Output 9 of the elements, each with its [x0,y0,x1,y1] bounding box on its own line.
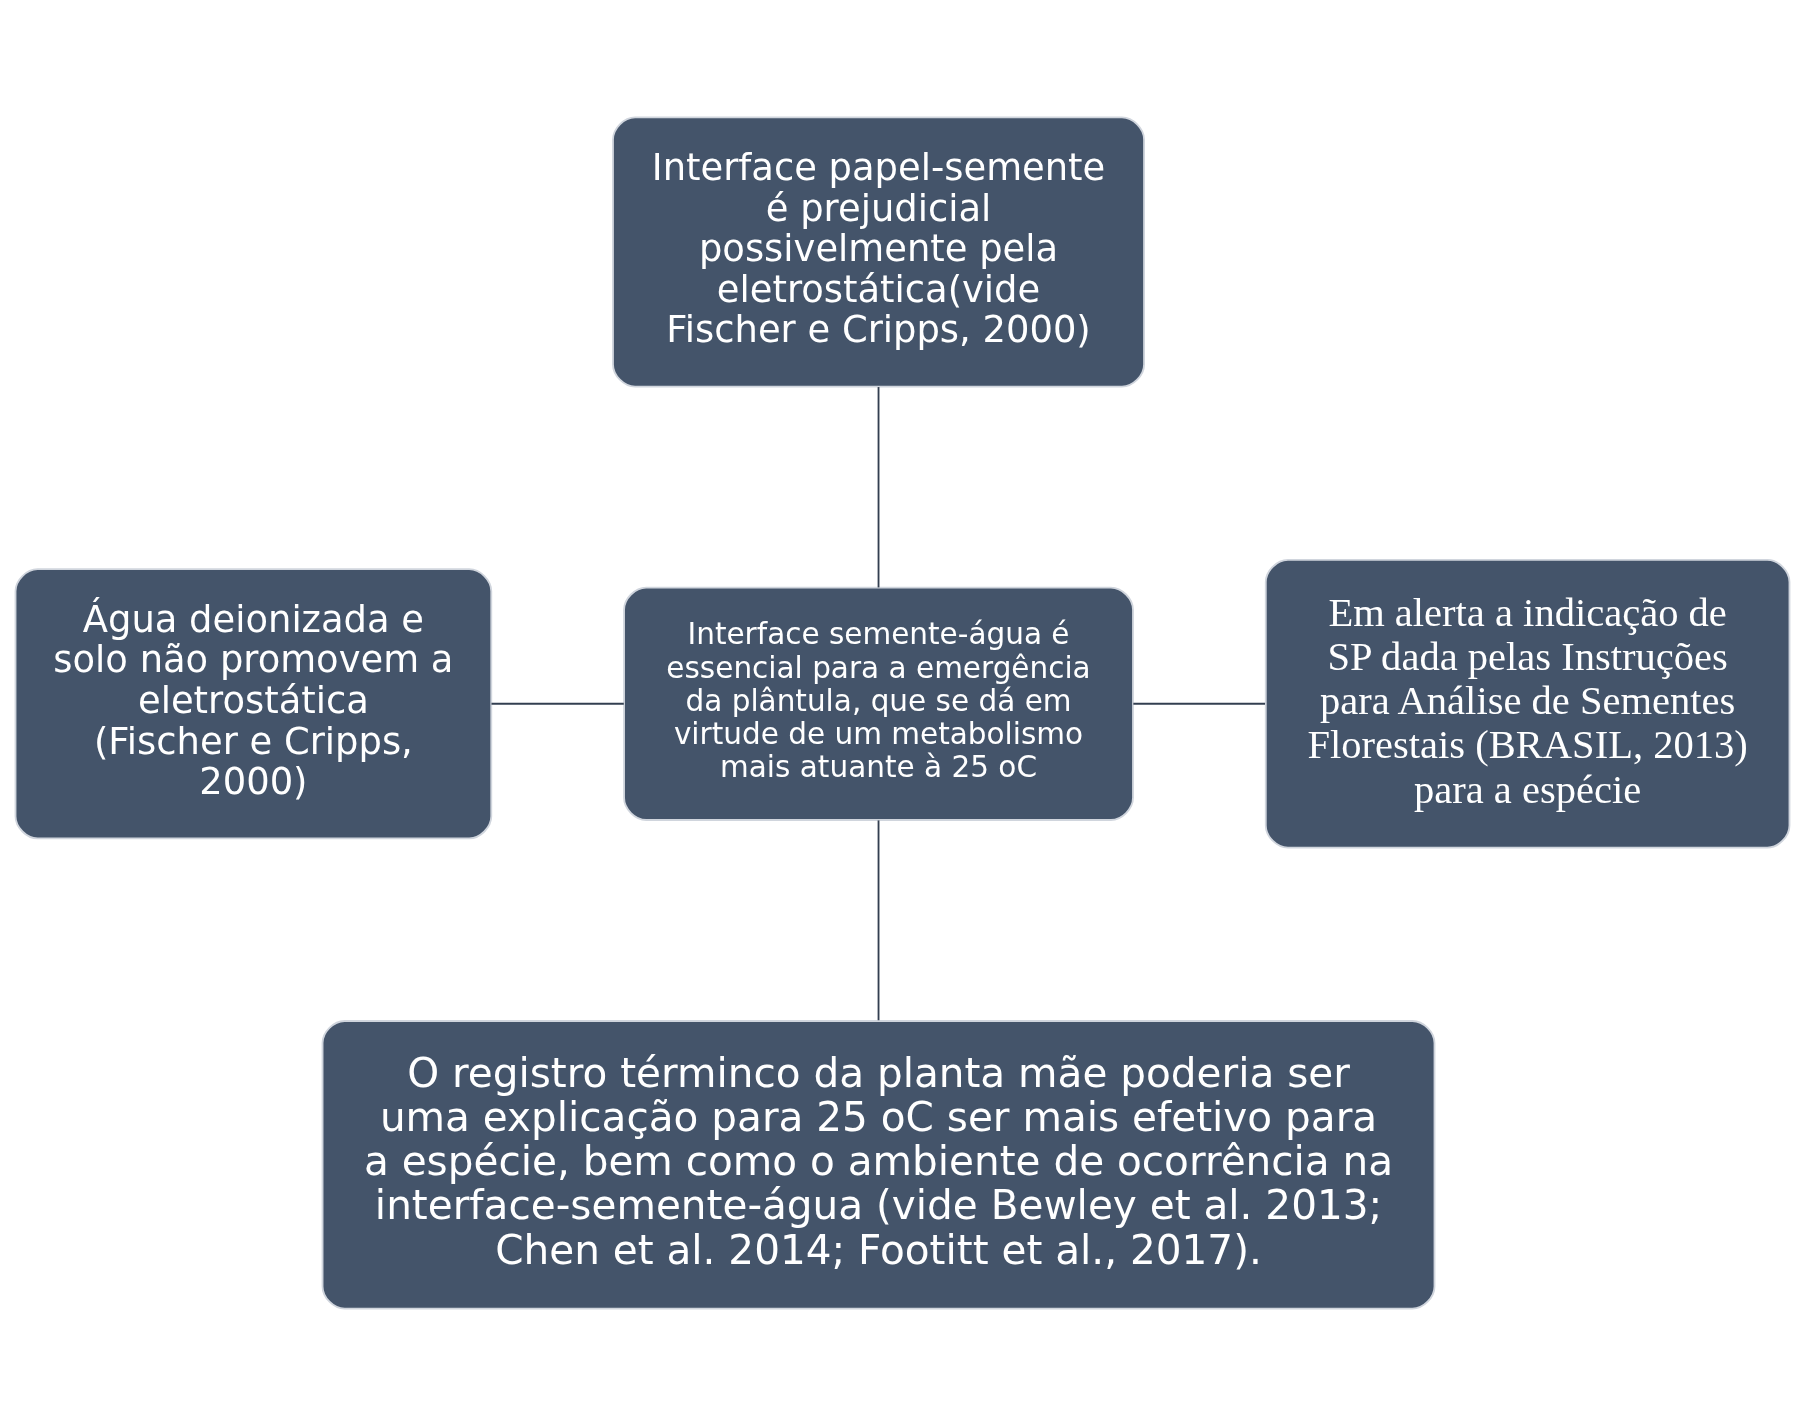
node-box: Interface semente-água é essencial para a emergência da plântula, que se dá em virtude de um metabolismo mais atuante à 25 oC [623,586,1134,821]
node-box: O registro términco da planta mãe poderia ser uma explicação para 25 oC ser mais efetivo para a espécie, bem como o ambiente de ocorrência na interface-semente-água (vide Bewley et al. 2013; Chen et al. 2014; Footitt et al., 2017). [321,1019,1436,1310]
connector [877,819,880,1021]
connector [1132,702,1266,705]
node-box: Em alerta a indicação de SP dada pelas Instruções para Análise de Sementes Florestais (BRASIL, 2013) para a espécie [1264,558,1791,849]
node-box: Interface papel-semente é prejudicial possivelmente pela eletrostática(vide Fischer e Cripps, 2000) [612,115,1145,388]
node-box: Água deionizada e solo não promovem a eletrostática (Fischer e Cripps, 2000) [14,567,493,839]
connector [877,385,880,588]
connector [490,702,625,705]
